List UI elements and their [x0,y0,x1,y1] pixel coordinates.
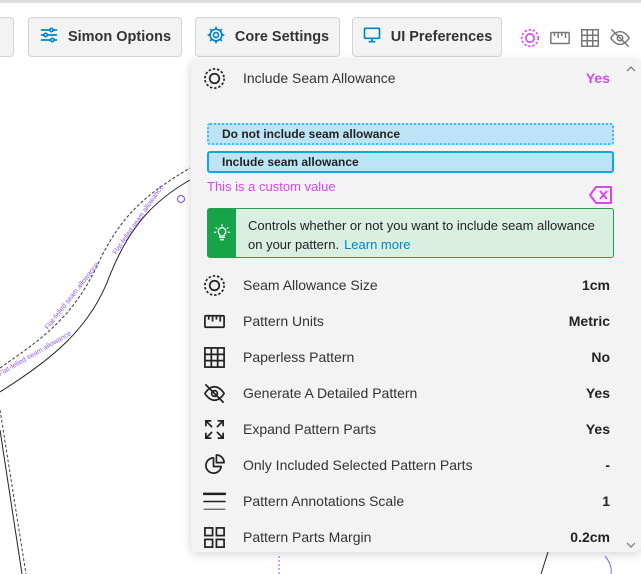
setting-label: Include Seam Allowance [243,70,396,86]
ui-preferences-button[interactable]: UI Preferences [352,17,502,57]
toolbar: Simon Options Core Settings UI Preferenc… [0,0,641,68]
setting-generate-detailed-pattern[interactable]: Generate A Detailed Pattern Yes [191,376,623,410]
scroll-up-icon[interactable] [625,62,637,74]
setting-value: 1cm [581,277,610,293]
gear-icon [206,25,226,49]
custom-value-note: This is a custom value [207,179,336,194]
setting-label: Generate A Detailed Pattern [243,385,418,401]
monitor-icon [362,25,382,49]
option-do-not-include-seam-allowance[interactable]: Do not include seam allowance [207,123,614,145]
scroll-down-icon[interactable] [625,538,637,550]
seam-label-1: Flat-felled seam allowance [0,330,73,378]
setting-label: Only Included Selected Pattern Parts [243,457,473,473]
seam-allowance-toggle-icon[interactable] [519,27,541,49]
setting-label: Pattern Parts Margin [243,529,372,545]
lightbulb-icon [208,209,236,257]
setting-paperless-pattern[interactable]: Paperless Pattern No [191,340,623,374]
ui-preferences-label: UI Preferences [390,29,493,45]
pattern-canvas[interactable]: Flat-felled seam allowance Flat-felled s… [0,68,641,574]
toolbar-button-partial[interactable] [0,17,14,57]
setting-value: No [591,349,610,365]
simon-options-label: Simon Options [67,29,172,45]
setting-value: Yes [585,385,610,401]
eye-off-icon[interactable] [609,27,631,49]
sliders-icon [39,25,59,49]
option-include-seam-allowance[interactable]: Include seam allowance [207,151,614,173]
setting-expand-pattern-parts[interactable]: Expand Pattern Parts Yes [191,412,623,446]
setting-pattern-parts-margin[interactable]: Pattern Parts Margin 0.2cm [191,520,623,552]
setting-seam-allowance-size[interactable]: Seam Allowance Size 1cm [191,268,623,302]
seam-allowance-icon [203,274,226,297]
setting-include-seam-allowance[interactable]: Include Seam Allowance Yes [191,61,623,95]
learn-more-link[interactable]: Learn more [344,237,411,252]
setting-pattern-annotations-scale[interactable]: Pattern Annotations Scale 1 [191,484,623,518]
setting-label: Pattern Units [243,313,324,329]
expand-icon [203,418,226,441]
grid-icon [203,346,226,369]
setting-label: Pattern Annotations Scale [243,493,405,509]
setting-pattern-units[interactable]: Pattern Units Metric [191,304,623,338]
grid-icon[interactable] [579,27,601,49]
setting-label: Expand Pattern Parts [243,421,377,437]
core-settings-label: Core Settings [234,29,330,45]
setting-only-included-selected-parts[interactable]: Only Included Selected Pattern Parts - [191,448,623,482]
core-settings-button[interactable]: Core Settings [195,17,340,57]
seam-label-3: Flat-felled seam allowance [112,184,165,256]
lines-icon [202,490,227,513]
setting-label: Paperless Pattern [243,349,355,365]
setting-value: Yes [585,70,610,86]
info-box: Controls whether or not you want to incl… [207,208,614,258]
setting-value: Metric [568,313,610,329]
setting-value: 0.2cm [570,529,610,545]
setting-value: - [605,457,610,473]
settings-panel: Include Seam Allowance Yes Do not includ… [191,60,641,552]
squares-icon [203,526,226,549]
clear-value-icon[interactable] [589,186,613,204]
eye-off-icon [203,382,226,405]
simon-options-button[interactable]: Simon Options [28,17,182,57]
seam-label-2: Flat-felled seam allowance [44,262,101,332]
info-text: Controls whether or not you want to incl… [248,218,595,252]
setting-value: Yes [585,421,610,437]
pie-chart-icon [203,454,226,477]
setting-value: 1 [602,493,610,509]
ruler-icon[interactable] [549,27,571,49]
ruler-icon [203,310,226,333]
seam-allowance-icon [203,67,226,90]
setting-label: Seam Allowance Size [243,277,378,293]
